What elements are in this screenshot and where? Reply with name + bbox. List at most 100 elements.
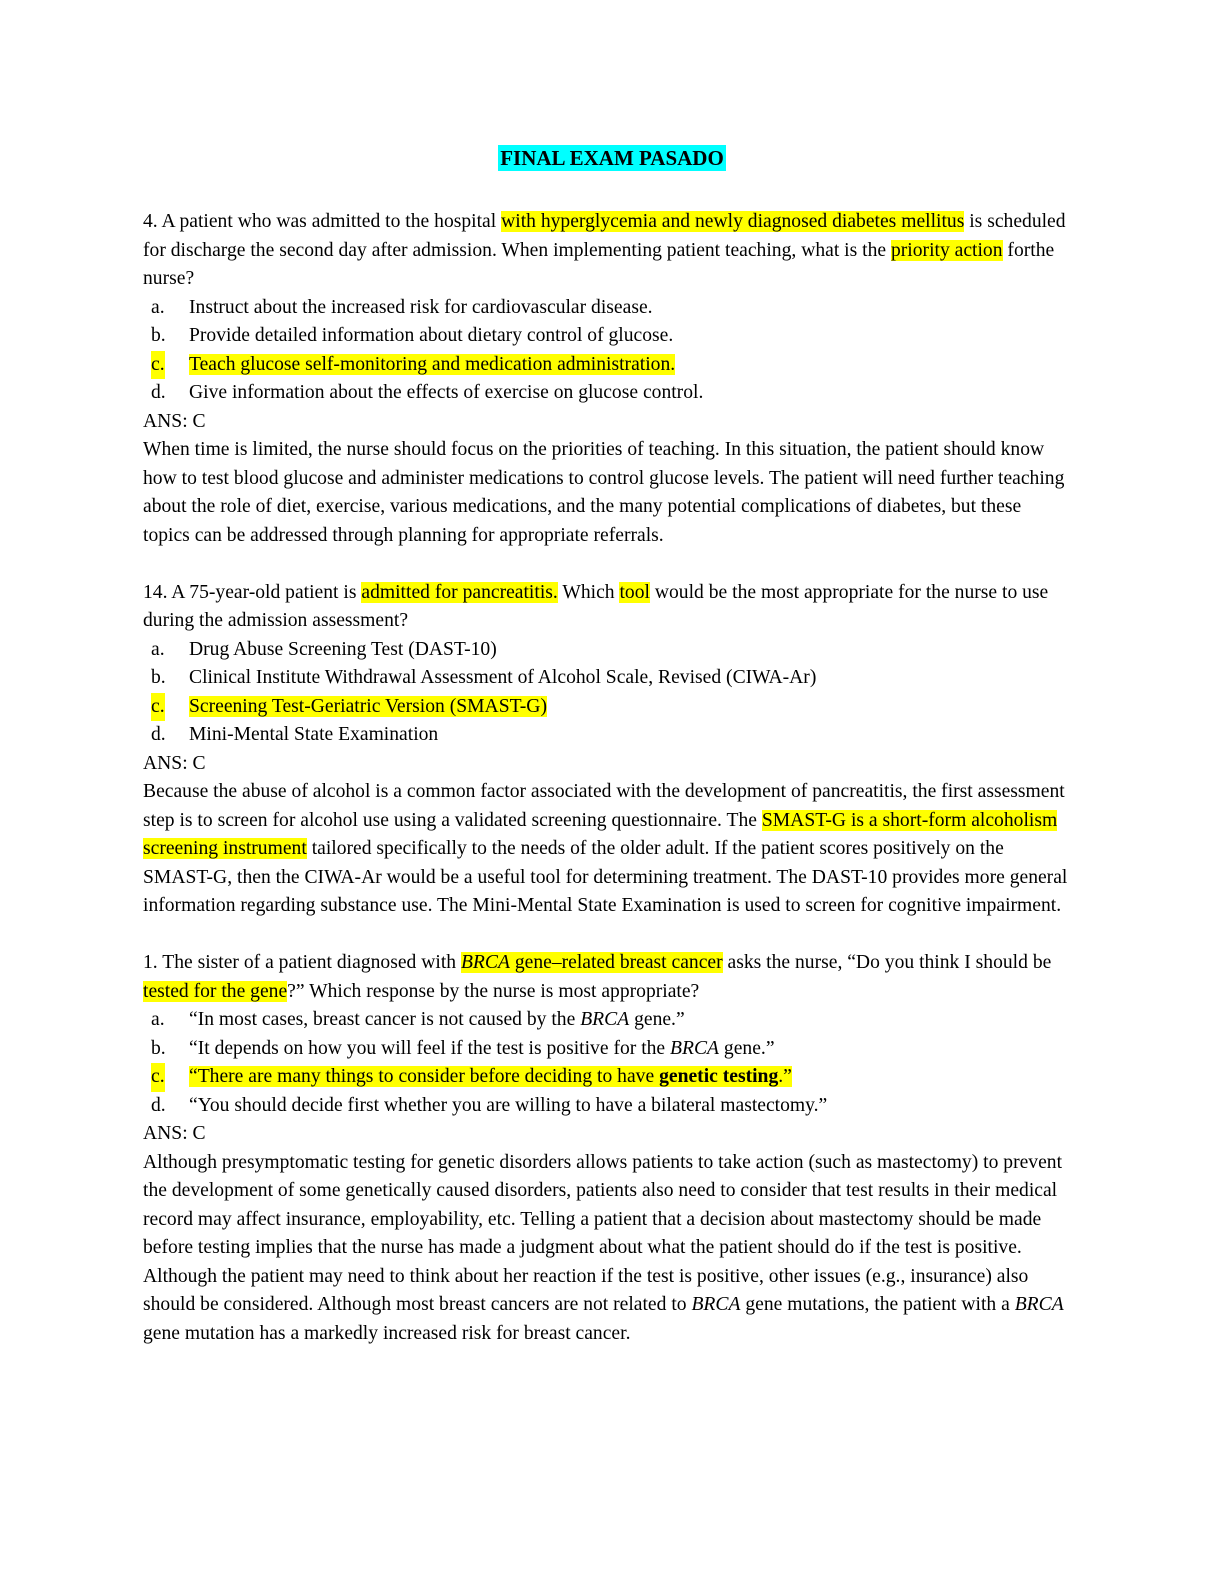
answer-choice-text: Instruct about the increased risk for ca…: [189, 297, 653, 318]
text-run: tailored specifically to the needs of th…: [143, 838, 1068, 916]
answer-choice-text: Give information about the effects of ex…: [189, 382, 703, 403]
answer-choice-runs: “In most cases, breast cancer is not cau…: [189, 1009, 685, 1030]
text-run: Although presymptomatic testing for gene…: [143, 1151, 1063, 1316]
answer-choice[interactable]: b. “It depends on how you will feel if th…: [143, 1035, 1070, 1064]
answer-choice[interactable]: c. Teach glucose self-monitoring and medi…: [143, 350, 1070, 379]
question-stem: 14. A 75-year-old patient is admitted fo…: [143, 579, 1070, 636]
text-run: BRCA: [670, 1037, 720, 1059]
document-body: 4. A patient who was admitted to the hos…: [143, 172, 1070, 1348]
text-run: asks the nurse, “Do you think I should b…: [722, 952, 1052, 973]
answer-choice-letter: a.: [151, 296, 165, 318]
text-run: “There are many things to consider befor…: [189, 1066, 660, 1087]
page-title: FINAL EXAM PASADO: [0, 0, 1224, 172]
answer-choice-letter: c.: [151, 692, 165, 721]
text-run: priority action: [890, 239, 1003, 261]
answer-choice-text: Drug Abuse Screening Test (DAST-10): [189, 639, 497, 660]
answer-key: ANS: C: [143, 410, 206, 432]
question-block: 4. A patient who was admitted to the hos…: [143, 172, 1070, 550]
question-block: 1. The sister of a patient diagnosed wit…: [143, 949, 1070, 1348]
question-stem: 4. A patient who was admitted to the hos…: [143, 208, 1070, 294]
answer-choice-text: “You should decide first whether you are…: [189, 1095, 827, 1116]
answer-choice-text: “It depends on how you will feel if the …: [189, 1038, 775, 1059]
answer-choice[interactable]: b. Provide detailed information about die…: [143, 322, 1070, 351]
text-run: BRCA: [580, 1009, 630, 1030]
text-run: BRCA: [460, 952, 510, 973]
answer-choice-list: a. “In most cases, breast cancer is not c…: [143, 1006, 1070, 1120]
text-run: admitted for pancreatitis.: [361, 581, 558, 603]
answer-choice[interactable]: d. Mini-Mental State Examination: [143, 721, 1070, 750]
answer-choice-letter: d.: [151, 1094, 166, 1116]
text-run: gene mutations, the patient with a: [740, 1294, 1015, 1315]
text-run: Screening Test-Geriatric Version (SMAST-…: [189, 695, 547, 717]
text-run: is scheduled for discharge the second da…: [143, 211, 1066, 261]
text-run: Teach glucose self-monitoring and medica…: [189, 353, 676, 375]
answer-choice-text: Provide detailed information about dieta…: [189, 325, 673, 346]
text-run: would be the most appropriate for the nu…: [143, 581, 1049, 632]
text-run: Clinical Institute Withdrawal Assessment…: [189, 667, 817, 688]
text-run: Mini-Mental State Examination: [189, 724, 439, 745]
answer-choice-letter: b.: [151, 667, 166, 688]
answer-choice-text: “There are many things to consider befor…: [189, 1066, 792, 1087]
answer-choice-list: a. Drug Abuse Screening Test (DAST-10) b. C…: [143, 636, 1070, 750]
answer-choice-runs: “There are many things to consider befor…: [189, 1066, 792, 1087]
text-run: 4. A patient who was admitted to the hos…: [143, 211, 502, 232]
answer-choice-text: “In most cases, breast cancer is not cau…: [189, 1009, 685, 1030]
text-run: gene.”: [629, 1009, 685, 1030]
answer-choice-text: Clinical Institute Withdrawal Assessment…: [189, 667, 816, 688]
page-title-text: FINAL EXAM PASADO: [498, 145, 726, 171]
text-run: Drug Abuse Screening Test (DAST-10): [189, 638, 497, 660]
answer-choice-letter: d.: [151, 382, 166, 403]
answer-choice-letter: b.: [151, 325, 166, 346]
text-run: Because the abuse of alcohol is a common…: [143, 781, 1065, 831]
text-run: tested for the gene: [143, 980, 288, 1002]
text-run: Instruct about the increased risk for ca…: [189, 296, 653, 318]
answer-choice-letter: a.: [151, 1009, 165, 1030]
answer-choice[interactable]: b. Clinical Institute Withdrawal Assessme…: [143, 664, 1070, 693]
text-run: ?” Which response by the nurse is most a…: [287, 980, 700, 1002]
answer-choice-letter: b.: [151, 1037, 166, 1059]
text-run: forthe nurse?: [143, 239, 1055, 290]
answer-rationale: Because the abuse of alcohol is a common…: [143, 778, 1070, 921]
text-run: When time is limited, the nurse should f…: [143, 439, 1065, 546]
answer-choice-letter: d.: [151, 724, 166, 745]
answer-rationale: When time is limited, the nurse should f…: [143, 436, 1070, 550]
answer-choice[interactable]: d. “You should decide first whether you a…: [143, 1092, 1070, 1121]
answer-key: ANS: C: [143, 752, 206, 774]
answer-choice[interactable]: a. “In most cases, breast cancer is not c…: [143, 1006, 1070, 1035]
answer-rationale: Although presymptomatic testing for gene…: [143, 1149, 1070, 1349]
text-run: “It depends on how you will feel if the …: [189, 1037, 671, 1059]
answer-choice[interactable]: a. Drug Abuse Screening Test (DAST-10): [143, 636, 1070, 665]
question-block: 14. A 75-year-old patient is admitted fo…: [143, 579, 1070, 921]
answer-key: ANS: C: [143, 1123, 206, 1144]
text-run: BRCA: [1014, 1294, 1064, 1315]
answer-choice[interactable]: c. “There are many things to consider bef…: [143, 1063, 1070, 1092]
answer-choice-letter: a.: [151, 638, 165, 660]
text-run: BRCA: [691, 1294, 741, 1315]
answer-choice[interactable]: d. Give information about the effects of …: [143, 379, 1070, 408]
answer-choice-text: Mini-Mental State Examination: [189, 724, 438, 745]
answer-choice-text: Teach glucose self-monitoring and medica…: [189, 353, 676, 375]
text-run: Which: [557, 581, 620, 603]
answer-choice-text: Screening Test-Geriatric Version (SMAST-…: [189, 695, 547, 717]
block-spacer: [143, 550, 1070, 579]
answer-choice-letter: c.: [151, 350, 165, 379]
answer-choice[interactable]: c. Screening Test-Geriatric Version (SMAS…: [143, 692, 1070, 721]
text-run: “You should decide first whether you are…: [189, 1094, 828, 1116]
questions-container: 4. A patient who was admitted to the hos…: [143, 172, 1070, 1348]
answer-choice-letter: c.: [151, 1063, 165, 1092]
text-run: gene–related breast cancer: [509, 952, 723, 973]
answer-choice-runs: “You should decide first whether you are…: [189, 1095, 827, 1116]
text-run: 1. The sister of a patient diagnosed wit…: [143, 952, 461, 973]
text-run: Provide detailed information about dieta…: [189, 325, 674, 346]
text-run: .”: [778, 1066, 792, 1087]
text-run: with hyperglycemia and newly diagnosed d…: [501, 211, 965, 232]
block-spacer: [143, 921, 1070, 950]
answer-choice-runs: “It depends on how you will feel if the …: [189, 1038, 775, 1059]
text-run: tool: [619, 581, 650, 603]
question-stem: 1. The sister of a patient diagnosed wit…: [143, 949, 1070, 1006]
answer-choice[interactable]: a. Instruct about the increased risk for …: [143, 294, 1070, 323]
text-run: genetic testing: [659, 1066, 779, 1087]
text-run: “In most cases, breast cancer is not cau…: [189, 1009, 581, 1030]
text-run: gene.”: [719, 1037, 775, 1059]
